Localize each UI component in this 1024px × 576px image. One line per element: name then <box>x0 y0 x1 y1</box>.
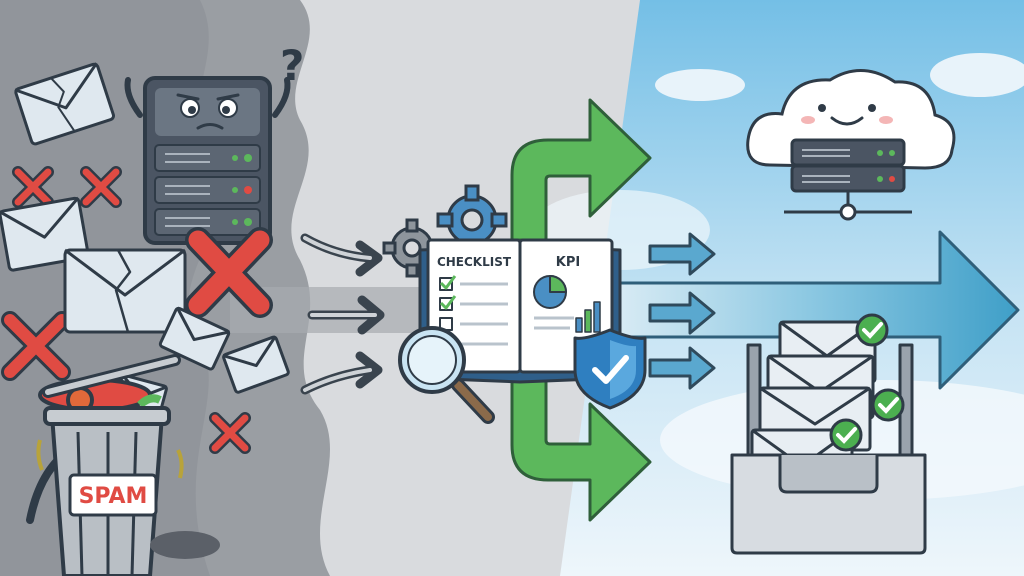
red-x-icon <box>1 311 71 381</box>
green-check-icon <box>829 418 863 452</box>
broken-envelope-icon <box>158 306 231 371</box>
magnifier-icon <box>398 326 495 424</box>
red-x-icon <box>12 166 54 208</box>
red-x-icon <box>185 227 273 318</box>
checklist-title: CHECKLIST <box>437 255 512 269</box>
question-mark-icon: ? <box>280 41 304 90</box>
trash-can-icon <box>26 354 220 576</box>
green-checks <box>829 313 905 452</box>
bar-chart-icon <box>575 301 601 333</box>
arrow-icon <box>648 232 716 276</box>
green-check-icon <box>871 388 905 422</box>
broken-envelope-icon <box>222 335 290 394</box>
blue-flow-arrow <box>598 230 1020 390</box>
output-arrows <box>648 232 716 390</box>
shield-check-icon <box>573 328 647 410</box>
green-arrow-up <box>510 98 652 242</box>
broken-envelope-icon <box>63 248 187 334</box>
spam-label-text: SPAM <box>79 484 148 509</box>
spam-label <box>68 473 158 517</box>
red-x-icon <box>209 412 251 454</box>
red-x-marks <box>1 166 273 454</box>
pie-chart-icon <box>533 275 567 309</box>
green-arrow-down <box>510 378 652 522</box>
gray-flow-band <box>230 287 430 333</box>
server-worried-icon <box>124 76 291 245</box>
broken-envelope-icon <box>14 62 116 146</box>
cloud-server-icon <box>784 138 912 221</box>
green-check-icon <box>855 313 889 347</box>
arrow-icon <box>648 346 716 390</box>
red-x-icon <box>80 166 122 208</box>
arrow-icon <box>648 291 716 335</box>
kpi-title: KPI <box>556 255 580 270</box>
